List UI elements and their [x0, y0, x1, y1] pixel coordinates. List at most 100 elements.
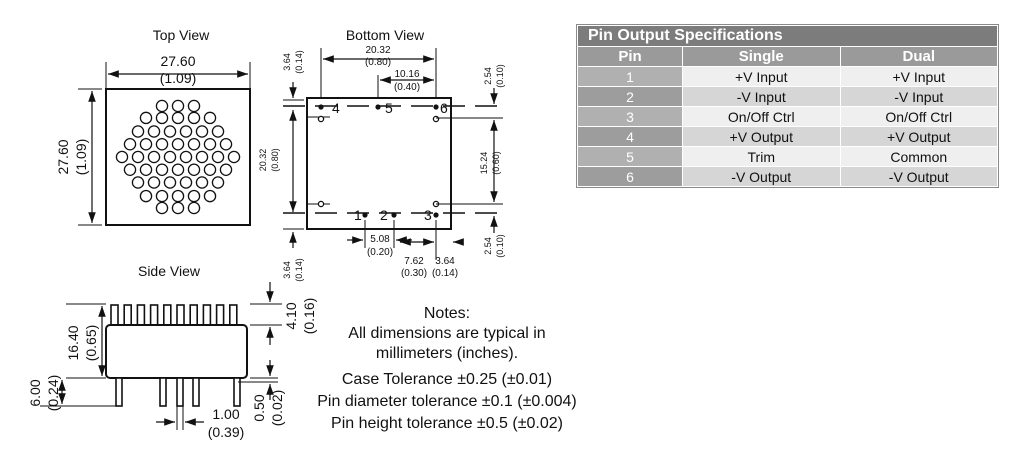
side-top-pin	[229, 304, 238, 326]
pin-5-marker	[375, 104, 381, 110]
pin-mid-mm: 7.62	[404, 256, 424, 267]
edge-bot-r-mm: 3.64	[435, 256, 455, 267]
table-row: 5 Trim Common	[577, 146, 998, 167]
vent-hole	[171, 201, 185, 215]
pin-half-in: (0.40)	[394, 82, 420, 93]
vent-hole	[195, 125, 209, 138]
vent-hole	[211, 125, 225, 138]
pin-top-mm: 4.10	[283, 302, 299, 329]
vent-hole	[147, 150, 161, 164]
side-height-in: (0.65)	[83, 325, 99, 362]
vent-hole	[187, 163, 201, 176]
row-pin: 1	[577, 66, 683, 87]
vent-hole	[131, 176, 145, 189]
table-row: 3 On/Off Ctrl On/Off Ctrl	[577, 106, 998, 127]
side-top-pin	[215, 304, 225, 326]
row-dual: -V Output	[839, 166, 998, 187]
vent-hole	[227, 150, 241, 164]
vent-hole	[115, 150, 129, 164]
pin-5-label: 5	[385, 100, 393, 116]
vent-hole	[171, 99, 185, 113]
row-single: On/Off Ctrl	[682, 106, 841, 127]
side-top-pin	[202, 304, 212, 326]
pin-4-label: 4	[332, 100, 340, 116]
vent-hole	[187, 201, 201, 215]
side-top-pin	[149, 304, 159, 326]
vent-hole	[203, 163, 217, 176]
vent-hole	[179, 125, 193, 138]
pin-3-label: 3	[424, 207, 432, 223]
side-top-pin	[163, 304, 172, 326]
side-bottom-pin	[233, 377, 241, 407]
vent-hole	[163, 125, 177, 138]
pin-dia-in: (0.39)	[208, 424, 245, 440]
vent-hole	[131, 150, 145, 164]
pin-span-mm: 20.32	[365, 45, 390, 56]
pin-dia-mm: 1.00	[212, 406, 239, 422]
edge-bot-l-mm: 3.64	[282, 261, 292, 279]
row-dual: Common	[839, 146, 998, 167]
side-top-pin	[176, 304, 185, 326]
top-view-title: Top View	[153, 27, 210, 43]
right-bot-in: (0.10)	[495, 234, 505, 258]
pin-half-mm: 10.16	[394, 69, 419, 80]
table-row: 6 -V Output -V Output	[577, 166, 998, 187]
row-pin: 3	[577, 106, 683, 127]
vent-hole	[171, 189, 185, 203]
notes-line-1: All dimensions are typical in	[348, 325, 545, 342]
header-pin: Pin	[577, 46, 683, 67]
edge-top-mm: 3.64	[282, 53, 292, 71]
pin-2-label: 2	[380, 207, 388, 223]
vent-hole	[171, 137, 185, 151]
notes-heading: Notes:	[424, 305, 470, 322]
vent-hole	[147, 176, 161, 189]
row-dual: On/Off Ctrl	[839, 106, 998, 127]
top-height-in: (1.09)	[73, 139, 89, 176]
row-pin: 5	[577, 146, 683, 167]
vent-hole	[155, 201, 169, 215]
pitch-mm: 5.08	[370, 234, 390, 245]
pin-mid-in: (0.30)	[401, 268, 427, 279]
vent-hole	[147, 125, 161, 138]
top-width-mm: 27.60	[160, 53, 195, 69]
bottom-view-title: Bottom View	[346, 27, 425, 43]
pin-4-ring	[317, 115, 325, 123]
notes-line-5: Pin height tolerance ±0.5 (±0.02)	[331, 415, 563, 432]
row-single: -V Input	[682, 86, 841, 107]
edge-bot-r-in: (0.14)	[432, 268, 458, 279]
vent-hole	[219, 163, 233, 176]
row-pin: 6	[577, 166, 683, 187]
vent-hole	[219, 137, 233, 151]
vent-hole	[187, 111, 201, 125]
vent-hole	[123, 163, 137, 176]
row-span-mm: 20.32	[258, 149, 268, 172]
vent-hole	[171, 111, 185, 125]
pin-4-marker	[318, 104, 324, 110]
bottom-view-case	[306, 97, 452, 230]
vent-hole	[163, 176, 177, 189]
vent-hole	[195, 176, 209, 189]
pin-output-table: Pin Output Specifications Pin Single Dua…	[576, 24, 999, 188]
vent-hole	[187, 99, 201, 113]
side-view-title: Side View	[138, 263, 201, 279]
notes-line-4: Pin diameter tolerance ±0.1 (±0.004)	[317, 393, 576, 410]
table-row: 1 +V Input +V Input	[577, 66, 998, 87]
vent-hole	[187, 189, 201, 203]
vent-hole	[211, 150, 225, 164]
row-dual: +V Output	[839, 126, 998, 147]
edge-bot-l-in: (0.14)	[294, 258, 304, 282]
pitch-in: (0.20)	[367, 247, 393, 258]
header-single: Single	[682, 46, 841, 67]
vent-hole	[195, 150, 209, 164]
row-pin: 4	[577, 126, 683, 147]
standoff-mm: 0.50	[251, 394, 267, 421]
side-bottom-pin	[176, 377, 184, 407]
row-span-in: (0.80)	[270, 148, 280, 172]
side-bottom-pin	[192, 377, 200, 407]
right-top-mm: 2.54	[483, 67, 493, 85]
side-bottom-pin	[115, 377, 123, 407]
side-top-pin	[123, 304, 132, 326]
side-view-bottom-pins	[115, 377, 241, 407]
pin-len-mm: 6.00	[27, 379, 43, 406]
vent-hole	[203, 137, 217, 151]
